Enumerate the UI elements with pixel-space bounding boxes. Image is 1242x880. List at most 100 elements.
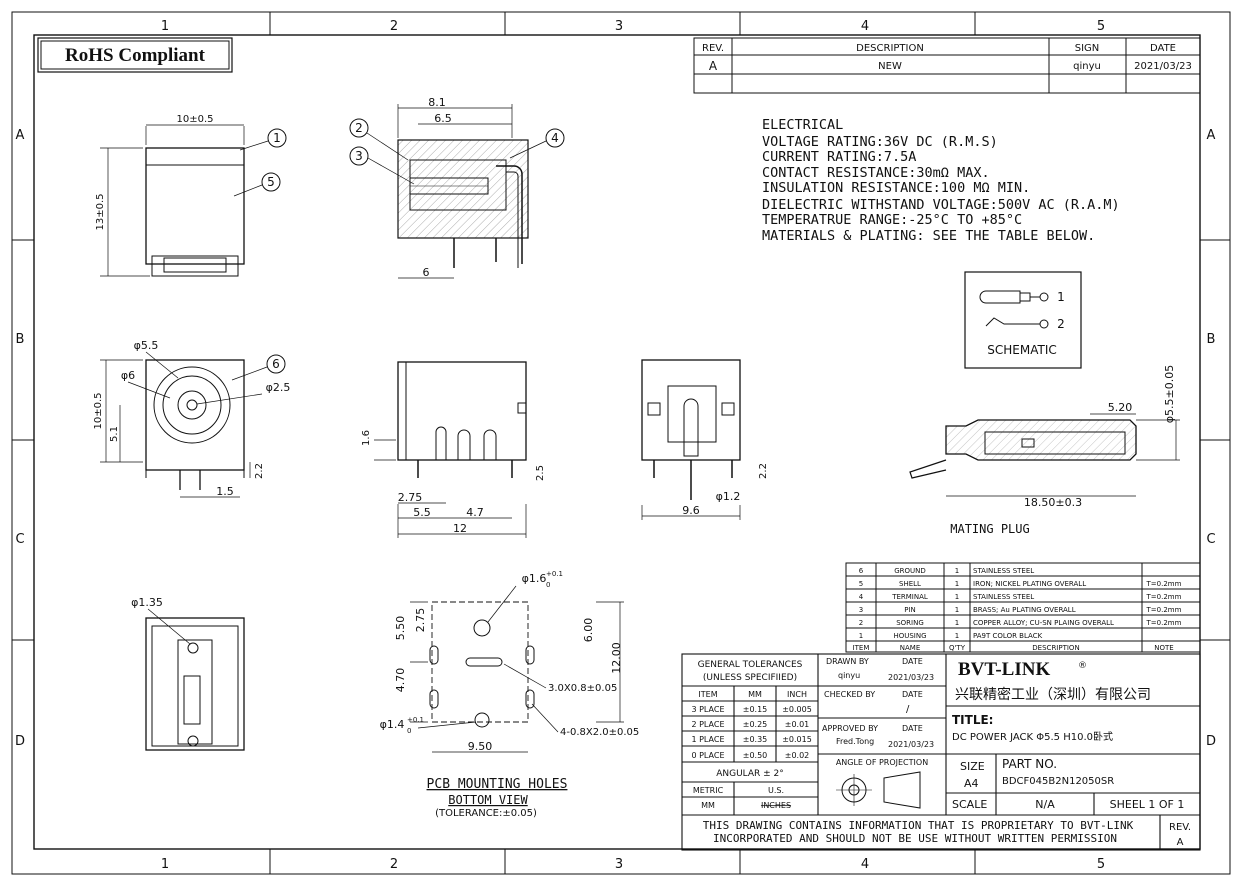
projection-label: ANGLE OF PROJECTION (836, 758, 928, 767)
bom-header: NAME (900, 644, 921, 652)
drawn-by-label: DRAWN BY (826, 657, 869, 666)
bom-header: ITEM (853, 644, 870, 652)
drawing-title: DC POWER JACK Φ5.5 H10.0卧式 (952, 730, 1113, 743)
bom-qty: 1 (955, 606, 959, 614)
zone-row-c: C (15, 532, 24, 547)
approved-by-label: APPROVED BY (822, 724, 878, 733)
callout-6: 6 (272, 357, 280, 371)
electrical-line: TEMPERATRUE RANGE:-25°C TO +85°C (762, 212, 1022, 228)
dim-mid-2-5: 2.5 (535, 465, 546, 481)
bom-item: 2 (859, 619, 863, 627)
inner-frame (33, 34, 1201, 850)
callout-4: 4 (551, 131, 559, 145)
front-view: 10±0.5 13±0.5 1 5 (95, 114, 287, 277)
proprietary-notice-1: THIS DRAWING CONTAINS INFORMATION THAT I… (703, 819, 1134, 832)
bom-header: Q'TY (949, 644, 966, 652)
pcb-tolerance: (TOLERANCE:±0.05) (435, 808, 537, 819)
zone-col-3-bottom: 3 (615, 857, 623, 872)
bom-header: NOTE (1154, 644, 1173, 652)
electrical-line: MATERIALS & PLATING: SEE THE TABLE BELOW… (762, 228, 1095, 244)
tol-title: GENERAL TOLERANCES (698, 660, 803, 670)
desc-value: NEW (878, 61, 902, 72)
dim-pcb-2-75: 2.75 (414, 608, 427, 633)
callout-1: 1 (273, 131, 281, 145)
bom-item: 6 (859, 567, 864, 575)
dim-pcb-d1-6-tol-up: +0.1 (546, 570, 563, 578)
dim-pcb-5-50: 5.50 (394, 616, 407, 641)
pcb-title: PCB MOUNTING HOLES (427, 777, 568, 792)
callout-2: 2 (355, 121, 363, 135)
rohs-box (37, 37, 233, 73)
zone-col-4-bottom: 4 (861, 857, 869, 872)
bom-name: PIN (904, 606, 916, 614)
bom-name: SHELL (899, 580, 921, 588)
approved-date: 2021/03/23 (888, 740, 934, 749)
revision-table (693, 37, 1201, 94)
side-view: 1.6 2.75 5.5 4.7 12 2.5 (361, 361, 546, 538)
size-value: A4 (964, 777, 979, 790)
bom-item: 5 (859, 580, 863, 588)
dim-mid-1-6: 1.6 (361, 430, 372, 446)
zone-col-1: 1 (161, 19, 169, 34)
bom-qty: 1 (955, 580, 959, 588)
title-block (681, 653, 1201, 851)
schematic-label: SCHEMATIC (987, 343, 1056, 357)
bom-name: GROUND (894, 567, 926, 575)
bom-note: T=0.2mm (1146, 619, 1182, 627)
title-label: TITLE: (952, 713, 993, 727)
bom-qty: 1 (955, 632, 959, 640)
proprietary-notice-2: INCORPORATED AND SHOULD NOT BE USE WITHO… (713, 832, 1117, 845)
dim-mid-12: 12 (453, 522, 467, 535)
approved-date-label: DATE (902, 724, 923, 733)
electrical-line: VOLTAGE RATING:36V DC (R.M.S) (762, 134, 998, 150)
tol-row-inch: ±0.015 (782, 735, 812, 744)
bom-description: STAINLESS STEEL (973, 593, 1034, 601)
rear-view: 9.6 φ1.2 2.2 (641, 359, 769, 520)
part-no-label: PART NO. (1002, 757, 1057, 771)
dim-pcb-d1-6: φ1.6 (522, 572, 547, 585)
dim-front-height: 13±0.5 (95, 193, 106, 230)
bom-table (845, 562, 1201, 653)
dim-front-width: 10±0.5 (176, 114, 213, 125)
dim-face-height: 10±0.5 (93, 392, 104, 429)
tol-header-mm: MM (748, 690, 762, 699)
tol-angular: ANGULAR ± 2° (716, 769, 784, 779)
dim-face-5-1: 5.1 (109, 426, 120, 442)
rohs-label: RoHS Compliant (65, 45, 206, 66)
rev-value: A (709, 59, 718, 73)
dim-plug-d5-5: φ5.5±0.05 (1163, 365, 1176, 423)
dim-side-6: 6 (423, 266, 430, 279)
dim-face-d6: φ6 (121, 369, 135, 382)
drawn-date: 2021/03/23 (888, 673, 934, 682)
zone-col-2-bottom: 2 (390, 857, 398, 872)
dim-face-d2-5: φ2.5 (266, 381, 291, 394)
zone-col-3: 3 (615, 19, 623, 34)
bom-description: IRON; NICKEL PLATING OVERALL (973, 580, 1086, 588)
bom-description: STAINLESS STEEL (973, 567, 1034, 575)
dim-side-6-5: 6.5 (434, 112, 452, 125)
tol-us: U.S. (768, 786, 784, 795)
dim-rear-2-2: 2.2 (758, 463, 769, 479)
zone-col-5: 5 (1097, 19, 1105, 34)
dim-pcb-d1-4-tol-dn: 0 (407, 727, 411, 735)
tol-row-inch: ±0.02 (785, 751, 810, 760)
part-no-value: BDCF045B2N12050SR (1002, 776, 1114, 787)
company-name: BVT-LINK (958, 659, 1050, 680)
bom-item: 3 (859, 606, 863, 614)
zone-row-b: B (16, 332, 25, 347)
bom-description: PA9T COLOR BLACK (973, 632, 1043, 640)
checked-date: / (906, 704, 910, 715)
rev-value: A (1177, 837, 1184, 848)
electrical-line: DIELECTRIC WITHSTAND VOLTAGE:500V AC (R.… (762, 197, 1120, 213)
zone-row-a: A (16, 128, 25, 143)
dim-pcb-12-00: 12.00 (610, 642, 623, 674)
tol-row-label: 0 PLACE (691, 751, 724, 760)
dim-side-8-1: 8.1 (428, 96, 446, 109)
outer-frame (11, 11, 1231, 875)
zone-row-d-right: D (1206, 734, 1216, 749)
sign-value: qinyu (1073, 61, 1101, 72)
tol-metric: METRIC (693, 786, 724, 795)
bom-note: T=0.2mm (1146, 593, 1182, 601)
electrical-line: CONTACT RESISTANCE:30mΩ MAX. (762, 165, 990, 181)
